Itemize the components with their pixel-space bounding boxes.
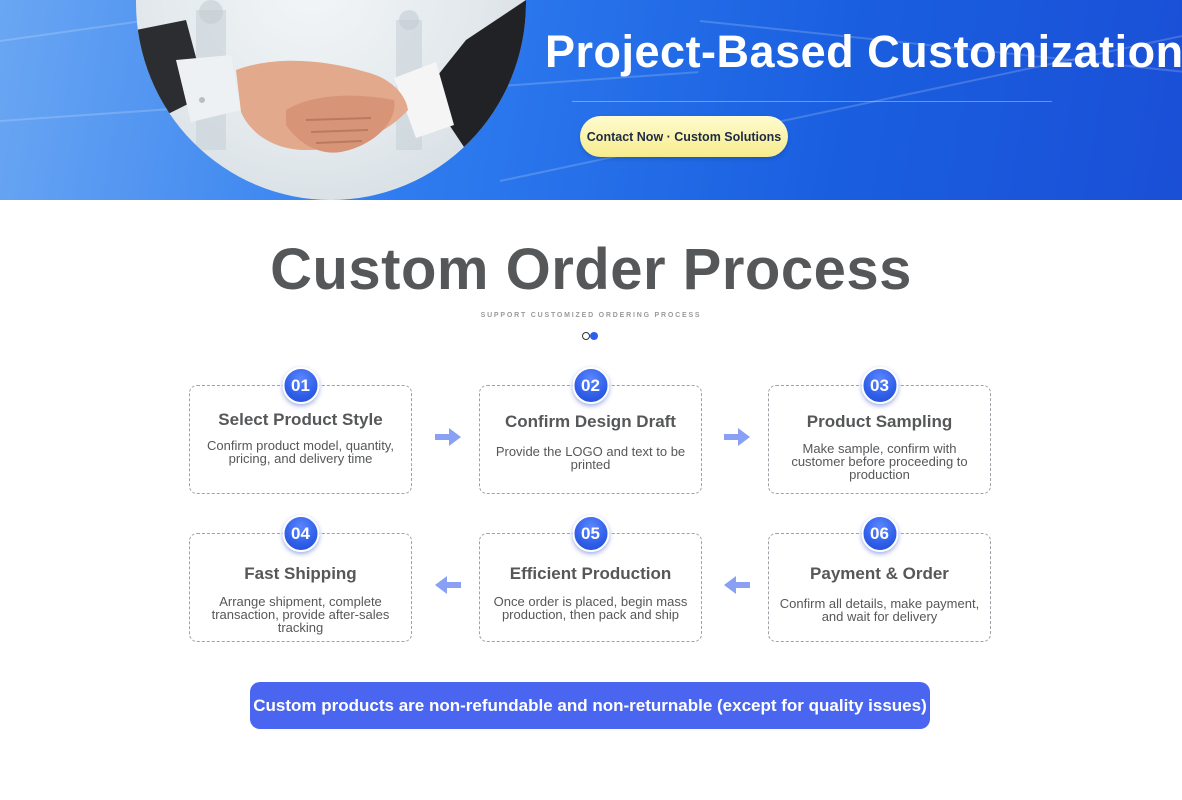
step-card-select-product-style: 01 Select Product Style Confirm product …	[189, 367, 412, 494]
step-card-payment-order: 06 Payment & Order Confirm all details, …	[768, 515, 991, 642]
step-card-fast-shipping: 04 Fast Shipping Arrange shipment, compl…	[189, 515, 412, 642]
arrow-left-icon	[724, 576, 750, 594]
pagination-dot-icon	[590, 332, 598, 340]
step-title: Fast Shipping	[244, 564, 357, 583]
arrow-right-icon	[435, 428, 461, 446]
step-card-efficient-production: 05 Efficient Production Once order is pl…	[479, 515, 702, 642]
refund-policy-notice: Custom products are non-refundable and n…	[250, 682, 930, 729]
step-title: Efficient Production	[509, 564, 672, 583]
section-subtitle: SUPPORT CUSTOMIZED ORDERING PROCESS	[480, 312, 702, 319]
hero-banner: Project-Based Customization Contact Now …	[0, 0, 1182, 200]
step-description: Once order is placed, begin mass product…	[493, 594, 688, 622]
section-title: Custom Order Process	[270, 237, 912, 302]
step-number-badge: 01	[282, 367, 319, 404]
step-number-badge: 03	[861, 367, 898, 404]
step-number-badge: 04	[282, 515, 319, 552]
step-title: Payment & Order	[810, 564, 949, 583]
contact-now-button[interactable]: Contact Now · Custom Solutions	[580, 116, 788, 157]
step-number-badge: 06	[861, 515, 898, 552]
arrow-right-icon	[724, 428, 750, 446]
handshake-photo	[136, 0, 526, 200]
pagination-dot-icon	[582, 332, 590, 340]
step-description: Provide the LOGO and text to be printed	[495, 444, 686, 472]
banner-title: Project-Based Customization	[545, 26, 1182, 77]
step-card-confirm-design-draft: 02 Confirm Design Draft Provide the LOGO…	[479, 367, 702, 494]
step-title: Select Product Style	[218, 410, 383, 429]
banner-divider	[572, 101, 1052, 102]
step-title: Product Sampling	[806, 412, 953, 431]
step-description: Confirm product model, quantity, pricing…	[207, 438, 394, 466]
arrow-left-icon	[435, 576, 461, 594]
step-description: Arrange shipment, complete transaction, …	[211, 594, 390, 635]
step-number-badge: 02	[572, 367, 609, 404]
step-number-badge: 05	[572, 515, 609, 552]
step-card-product-sampling: 03 Product Sampling Make sample, confirm…	[768, 367, 991, 494]
step-description: Confirm all details, make payment, and w…	[779, 596, 980, 624]
step-description: Make sample, confirm with customer befor…	[791, 441, 968, 482]
step-title: Confirm Design Draft	[505, 412, 676, 431]
pagination-dots	[582, 331, 602, 341]
